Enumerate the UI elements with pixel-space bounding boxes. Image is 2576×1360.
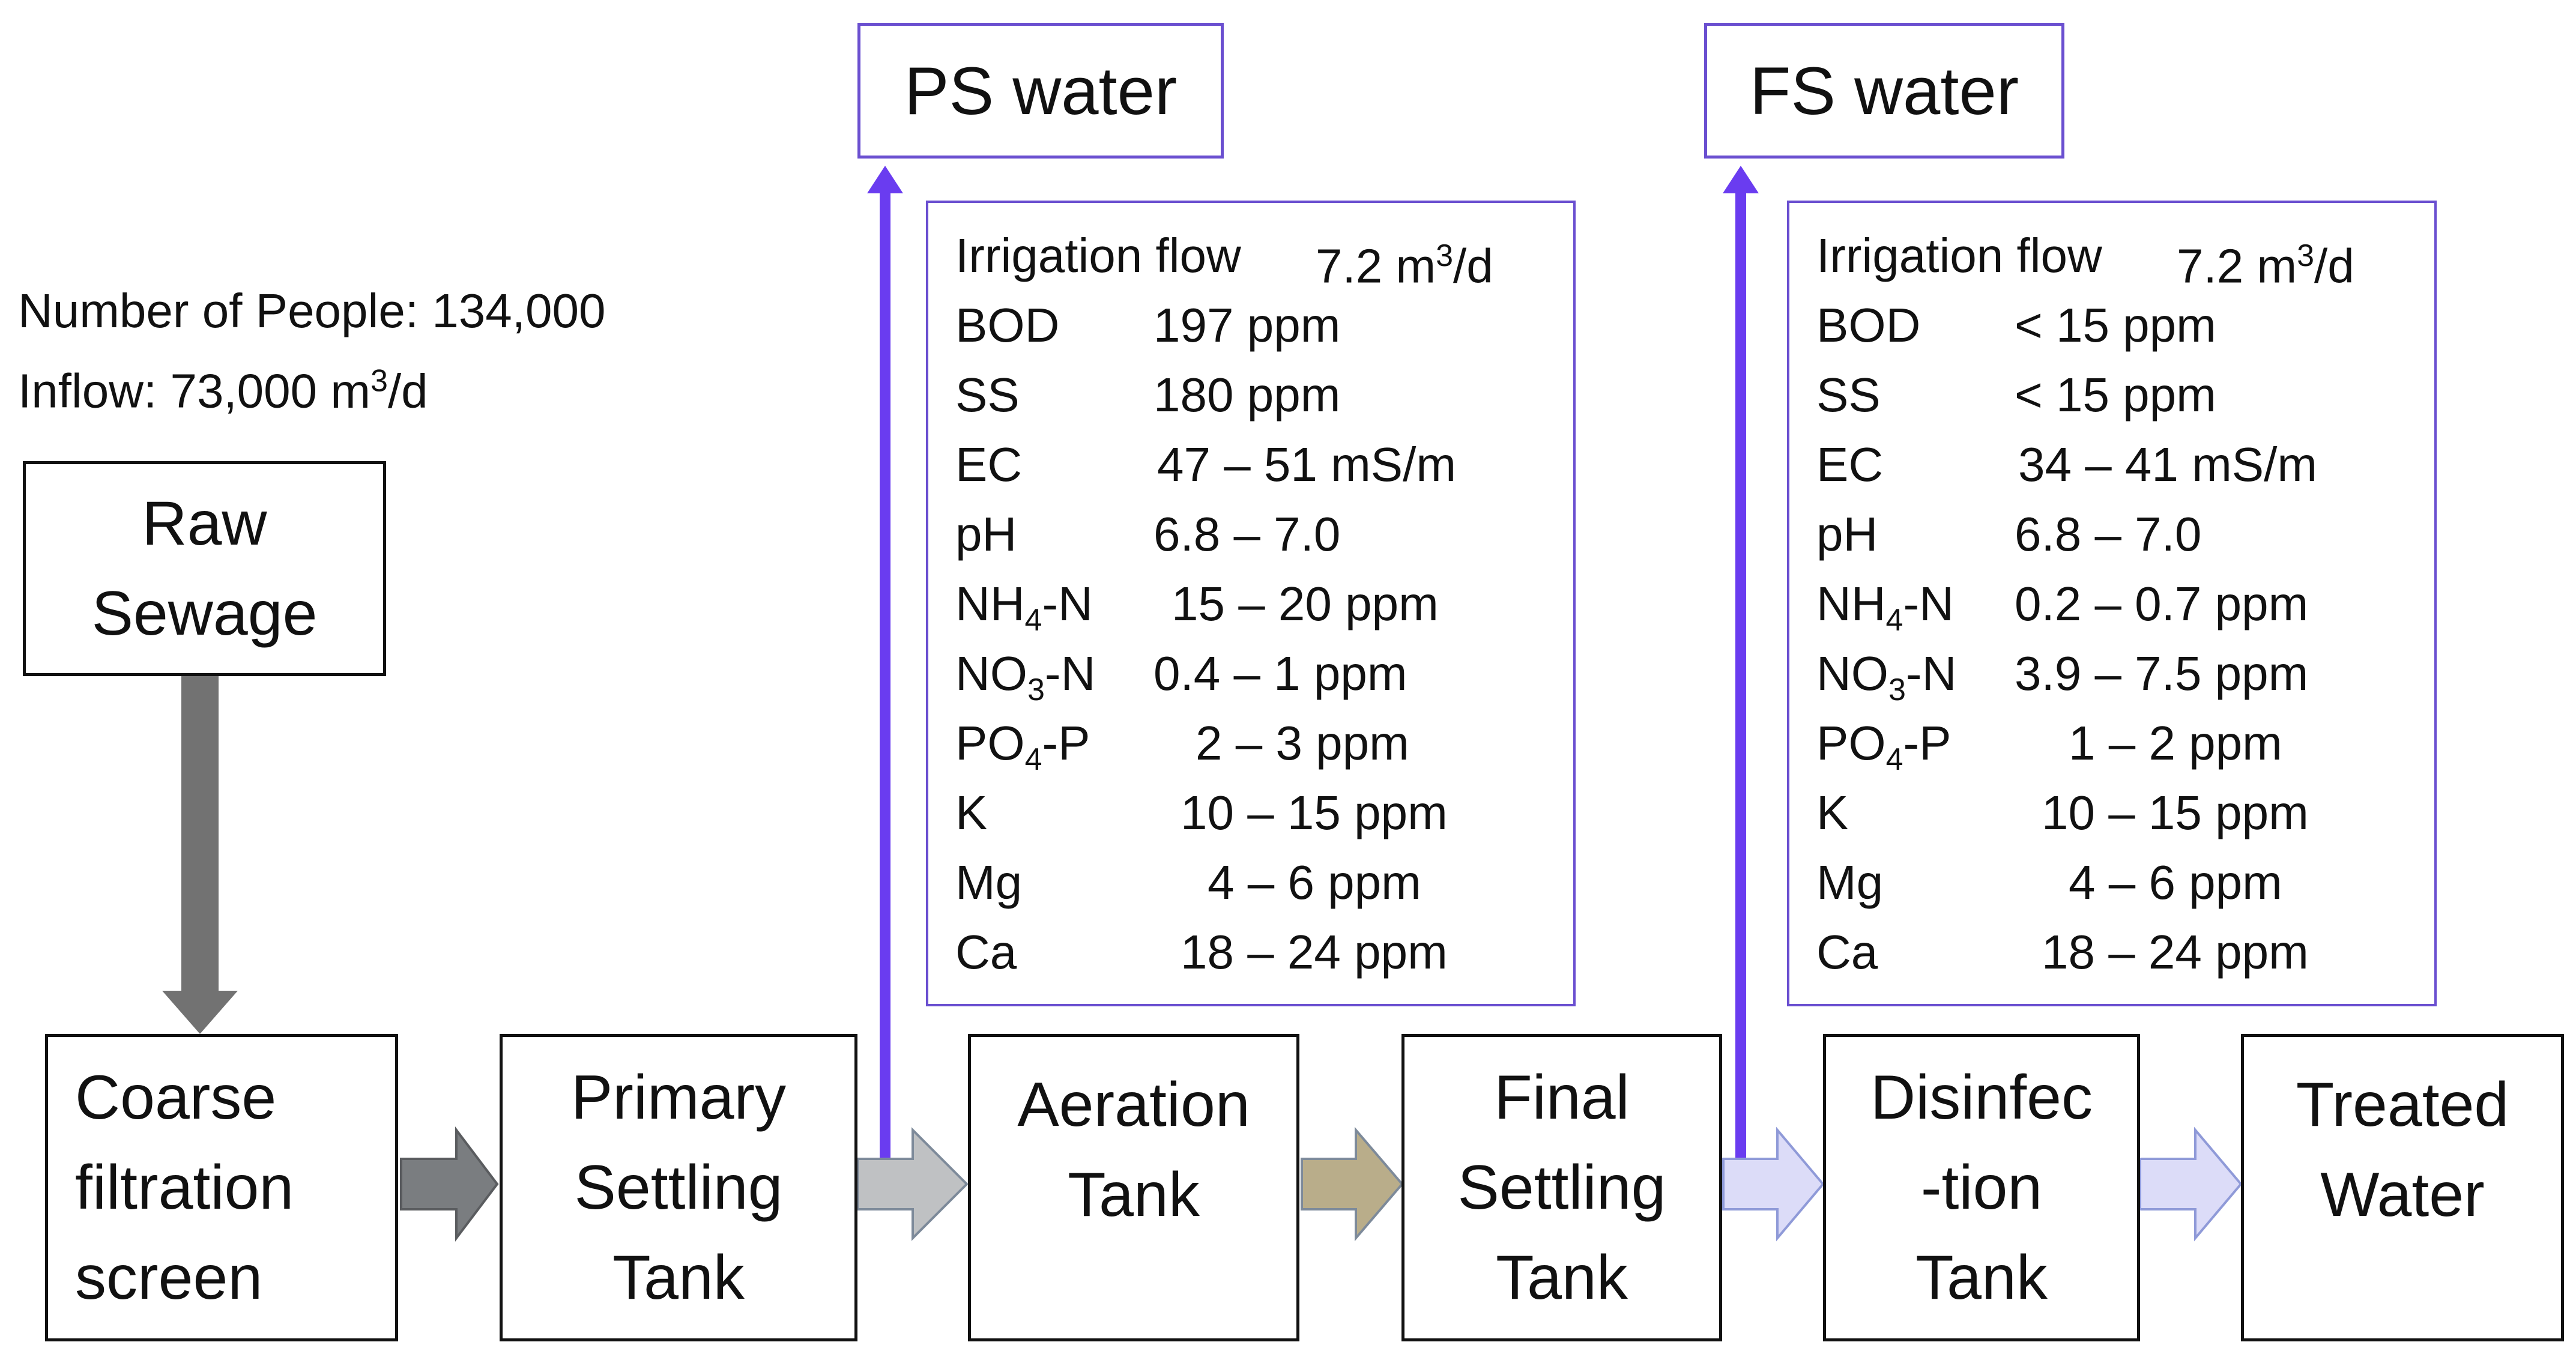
fs-flow-value: 7.2 m3/d [2177, 238, 2354, 293]
treated-water-box: Treated Water [2241, 1034, 2564, 1341]
aeration-tank-box: Aeration Tank [968, 1034, 1299, 1341]
final-line-2: Settling [1457, 1153, 1666, 1222]
coarse-line-3: screen [75, 1243, 263, 1313]
disinfection-line-3: Tank [1915, 1243, 2048, 1313]
inflow: Inflow: 73,000 m3/d [18, 346, 428, 426]
primary-line-1: Primary [570, 1063, 787, 1132]
arrow-final-to-disinfection [1722, 1126, 1825, 1242]
ps-water-box: PS water [857, 23, 1224, 159]
arrow-disinfection-to-treated [2139, 1126, 2243, 1242]
coarse-line-2: filtration [75, 1153, 294, 1222]
disinfection-line-1: Disinfec [1870, 1063, 2093, 1132]
ps-flow-label: Irrigation flow [955, 229, 1241, 282]
fs-flow-label: Irrigation flow [1816, 229, 2102, 282]
raw-to-coarse-arrow [162, 674, 238, 1034]
primary-line-2: Settling [574, 1153, 783, 1222]
inflow-value: 73,000 [170, 364, 318, 418]
raw-line-2: Sewage [91, 579, 318, 648]
final-line-1: Final [1494, 1063, 1630, 1132]
primary-settling-box: Primary Settling Tank [500, 1034, 857, 1341]
fs-water-label: FS water [1749, 53, 2019, 128]
arrow-coarse-to-primary [400, 1126, 499, 1242]
final-settling-box: Final Settling Tank [1401, 1034, 1722, 1341]
arrow-primary-to-aeration [856, 1127, 969, 1241]
aeration-line-2: Tank [1068, 1160, 1200, 1230]
ps-water-label: PS water [904, 53, 1178, 128]
treated-line-1: Treated [2296, 1070, 2509, 1140]
fs-water-box: FS water [1704, 23, 2064, 159]
coarse-filtration-box: Coarse filtration screen [45, 1034, 398, 1341]
disinfection-line-2: -tion [1920, 1153, 2043, 1222]
aeration-line-1: Aeration [1017, 1070, 1250, 1140]
raw-sewage-box: Raw Sewage [23, 461, 386, 676]
inflow-label: Inflow: [18, 364, 157, 418]
people-label: Number of People: [18, 284, 419, 337]
fs-water-parameters: Irrigation flow 7.2 m3/d BOD < 15 ppm SS… [1787, 201, 2437, 1006]
people-count: Number of People: 134,000 [18, 276, 605, 346]
arrow-aeration-to-final [1301, 1126, 1404, 1242]
treated-line-2: Water [2320, 1160, 2485, 1230]
ps-flow-value: 7.2 m3/d [1316, 238, 1493, 293]
raw-line-1: Raw [142, 489, 267, 558]
disinfection-tank-box: Disinfec -tion Tank [1823, 1034, 2140, 1341]
people-value: 134,000 [432, 284, 606, 337]
inflow-unit: m3/d [330, 363, 428, 418]
ps-water-arrow [867, 166, 903, 1158]
fs-water-arrow [1723, 166, 1759, 1158]
final-line-3: Tank [1496, 1243, 1628, 1313]
ps-water-parameters: Irrigation flow 7.2 m3/d BOD 197 ppm SS … [926, 201, 1576, 1006]
coarse-line-1: Coarse [75, 1063, 277, 1132]
primary-line-3: Tank [612, 1243, 745, 1313]
